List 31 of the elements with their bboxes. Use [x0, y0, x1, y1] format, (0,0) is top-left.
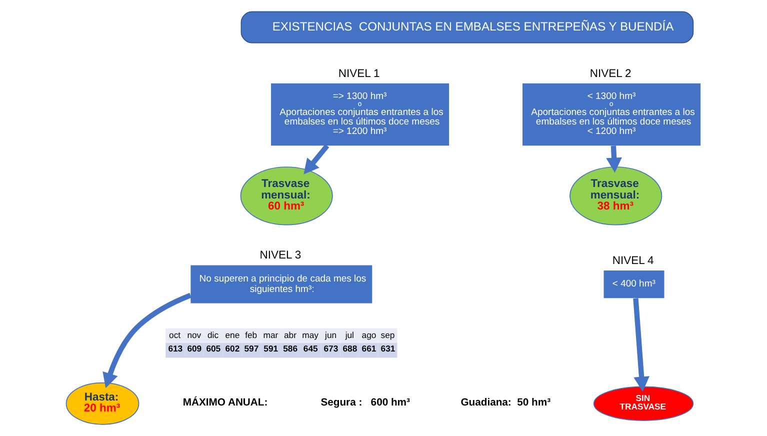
- label: oct: [169, 330, 181, 340]
- label: 631: [380, 344, 396, 354]
- label: 586: [283, 344, 298, 354]
- label: Segura : 600 hm³: [320, 397, 410, 408]
- label: MÁXIMO ANUAL:: [182, 397, 268, 408]
- label: 688: [342, 344, 358, 354]
- label: dic: [208, 330, 219, 340]
- label: 609: [187, 344, 202, 354]
- label: may: [302, 330, 318, 340]
- label: 613: [168, 344, 183, 354]
- label: mar: [263, 330, 278, 340]
- label: jun: [325, 330, 337, 340]
- label: ago: [362, 330, 376, 340]
- label: ene: [225, 330, 240, 340]
- label: 661: [362, 344, 376, 354]
- node-label: NIVEL 1: [338, 68, 380, 80]
- node-label: NIVEL 3: [260, 250, 302, 262]
- label: 673: [324, 344, 338, 354]
- label: 591: [264, 344, 278, 354]
- node-label: NIVEL 4: [612, 254, 654, 267]
- label: nov: [187, 330, 202, 340]
- node-label: NIVEL 2: [590, 68, 632, 80]
- label: Guadiana: 50 hm³: [460, 397, 551, 408]
- label: jul: [345, 330, 354, 340]
- label: 602: [225, 344, 240, 354]
- label: 597: [244, 344, 259, 354]
- label: abr: [284, 330, 296, 340]
- label: feb: [245, 330, 258, 340]
- label: 605: [206, 344, 221, 354]
- label: 645: [303, 344, 318, 354]
- label: sep: [380, 330, 395, 340]
